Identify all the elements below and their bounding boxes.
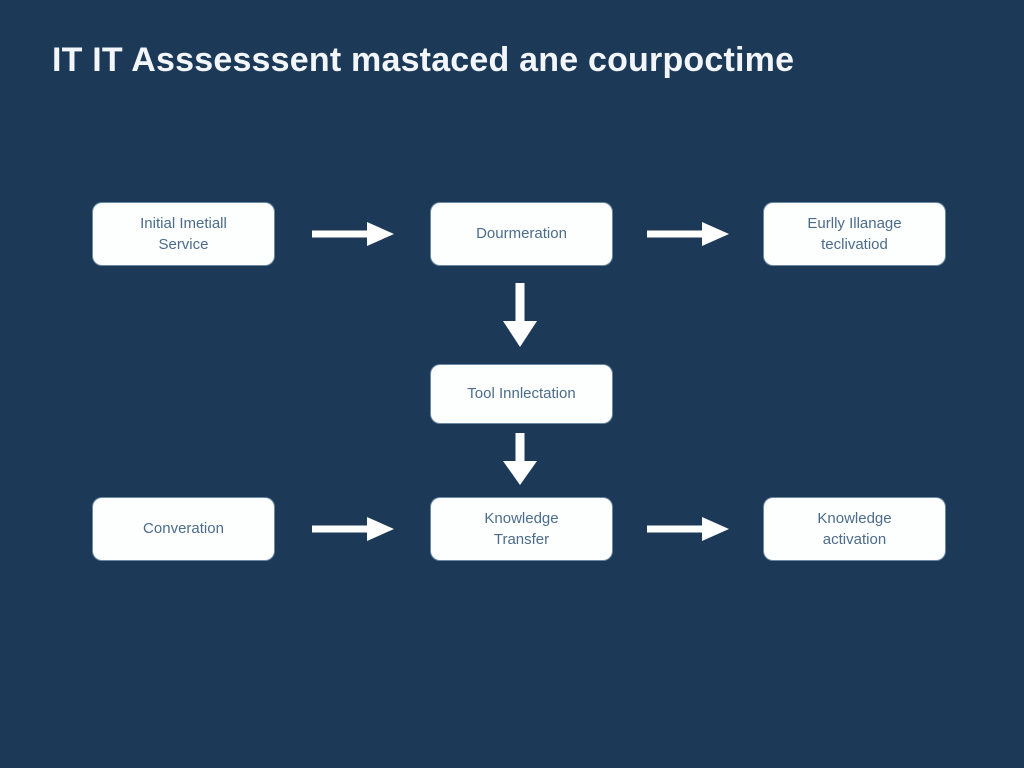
arrow-down-tool-integration-to-knowledge-transfer	[497, 431, 543, 487]
node-label: Initial Imetiall Service	[140, 214, 227, 253]
node-label: Dourmeration	[476, 225, 567, 243]
arrow-down-documentation-to-tool-integration	[497, 281, 543, 349]
node-knowledge-transfer[interactable]: Knowledge Transfer	[431, 498, 612, 560]
node-label: Converation	[143, 520, 224, 538]
arrow-right-knowledge-transfer-to-knowledge-activation	[645, 510, 731, 548]
arrow-right-initial-service-to-documentation	[310, 215, 396, 253]
node-label: Tool Innlectation	[467, 385, 576, 403]
node-documentation[interactable]: Dourmeration	[431, 203, 612, 265]
node-initial-service[interactable]: Initial Imetiall Service	[93, 203, 274, 265]
diagram-title: IT IT Asssesssent mastaced ane courpocti…	[52, 41, 795, 79]
arrow-right-conversation-to-knowledge-transfer	[310, 510, 396, 548]
node-tool-integration[interactable]: Tool Innlectation	[431, 365, 612, 423]
node-manage-activation[interactable]: Eurlly Illanage teclivatiod	[764, 203, 945, 265]
node-label: Eurlly Illanage teclivatiod	[807, 214, 902, 253]
arrow-right-documentation-to-manage-activation	[645, 215, 731, 253]
node-conversation[interactable]: Converation	[93, 498, 274, 560]
node-label: Knowledge activation	[817, 509, 892, 548]
node-label: Knowledge Transfer	[484, 509, 559, 548]
node-knowledge-activation[interactable]: Knowledge activation	[764, 498, 945, 560]
